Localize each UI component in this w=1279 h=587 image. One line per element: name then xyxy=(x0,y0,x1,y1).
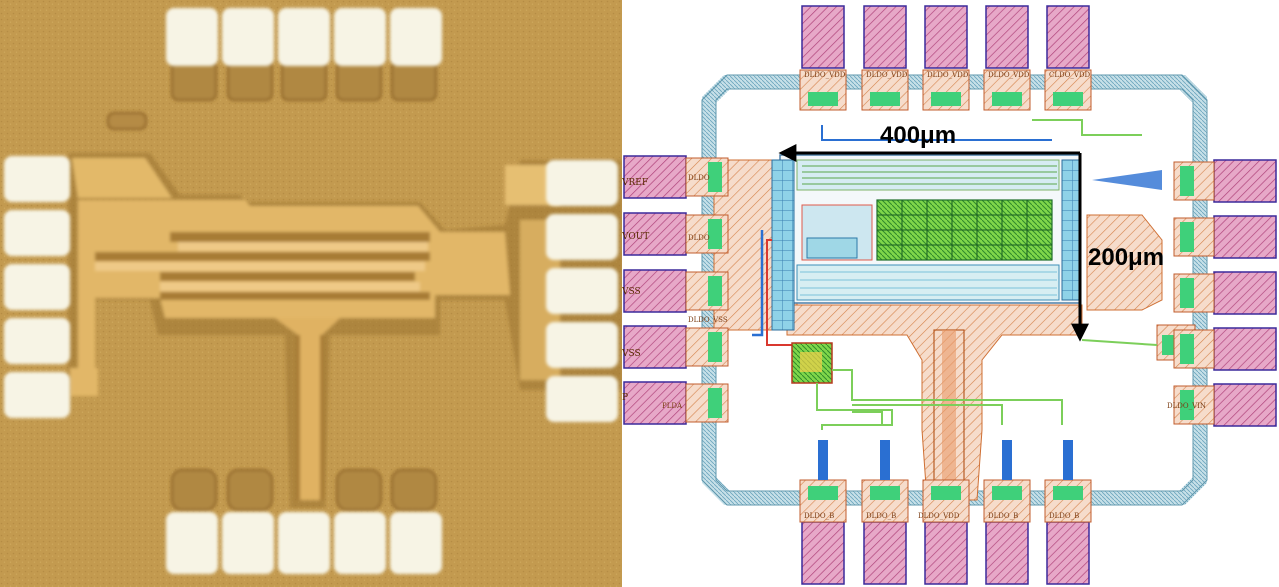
metal-stripe xyxy=(160,272,415,281)
left-pin-label: VSS xyxy=(622,287,641,297)
signal-route xyxy=(852,404,1003,425)
metal-stripe xyxy=(95,252,430,261)
top-pad-shadows xyxy=(171,61,437,101)
left-pad-esd xyxy=(685,157,729,423)
height-dimension-label: 200μm xyxy=(1088,244,1164,271)
right-tap xyxy=(1092,170,1162,190)
top-pad-label: DLDO_VDD xyxy=(804,71,846,79)
die-micrograph xyxy=(0,0,622,587)
core-right-column xyxy=(1061,159,1081,301)
metal-t-stem-edge xyxy=(296,335,300,500)
top-pad-esd xyxy=(799,69,1092,111)
signal-route xyxy=(852,411,883,425)
core-left-column xyxy=(771,159,795,331)
metal-stripe-light xyxy=(178,242,428,251)
blue-route xyxy=(752,230,764,337)
bottom-pad-label: DLDO_VDD xyxy=(918,512,960,520)
left-bond-pads xyxy=(4,156,70,418)
right-pad-esd xyxy=(1173,161,1215,425)
bottom-pad-label: DLDO_B xyxy=(1049,512,1079,520)
left-pads xyxy=(623,155,687,425)
control-block-inner xyxy=(806,237,858,259)
core-bottom-band xyxy=(796,264,1060,301)
bottom-bond-pads xyxy=(166,512,442,574)
top-pad-label: DLDO_VDD xyxy=(866,71,908,79)
left-pad-sublabel: DLDO_VSS xyxy=(688,316,728,324)
metal-t-stem-edge xyxy=(320,335,324,500)
small-mark xyxy=(107,112,147,130)
top-pad-label: DLDO_VDD xyxy=(927,71,969,79)
right-bond-pads xyxy=(546,160,618,422)
bottom-pad-esd xyxy=(799,479,1092,523)
core-top-lines xyxy=(802,165,1057,185)
right-pad-sublabel: DLDO_VIN xyxy=(1167,402,1206,410)
metal-plane-left xyxy=(72,158,172,198)
left-pad-sublabel: PLDA xyxy=(662,402,683,410)
left-pin-label: VSS xyxy=(622,349,641,359)
top-route xyxy=(821,125,1052,141)
bottom-pad-label: DLDO_B xyxy=(804,512,834,520)
left-pad-sublabel: DLDO xyxy=(688,234,710,242)
bottom-pads xyxy=(801,521,1090,585)
metal-stripe-light xyxy=(95,262,425,271)
left-pin-label: VREF xyxy=(622,178,648,188)
analog-cell-inner xyxy=(800,352,822,372)
width-dimension-label: 400μm xyxy=(880,122,956,149)
chip-layout: DLDO_VDD DLDO_VDD DLDO_VDD DLDO_VDD CLDO… xyxy=(622,5,1277,585)
power-route-right xyxy=(1086,214,1163,311)
bottom-pad-label: DLDO_B xyxy=(866,512,896,520)
top-pad-label: CLDO_VDD xyxy=(1049,71,1091,79)
core-bottom-lines xyxy=(800,271,1057,296)
metal-stripe-light xyxy=(160,282,420,291)
signal-route xyxy=(816,383,893,430)
red-route xyxy=(766,239,794,346)
left-pin-label: VOUT xyxy=(622,232,649,242)
core-top-band xyxy=(796,159,1060,191)
bottom-pad-shadows xyxy=(171,469,437,511)
top-pad-label: DLDO_VDD xyxy=(988,71,1030,79)
top-right-route xyxy=(1032,119,1142,136)
left-pin-label: P xyxy=(622,393,628,403)
metal-t-stem xyxy=(275,318,340,500)
left-pad-sublabel: DLDO xyxy=(688,174,710,182)
metal-stripe xyxy=(170,232,430,242)
logic-array-grid xyxy=(877,200,1052,260)
right-route xyxy=(1081,339,1158,346)
left-tab xyxy=(70,368,98,396)
metal-stripe xyxy=(160,292,430,300)
right-pads xyxy=(1213,159,1277,427)
bottom-pad-label: DLDO_B xyxy=(988,512,1018,520)
top-bond-pads xyxy=(166,8,442,66)
top-pads xyxy=(801,5,1090,69)
signal-route xyxy=(832,369,1063,425)
power-route-stem-inner xyxy=(942,330,956,505)
bottom-pad-connectors xyxy=(818,440,1073,480)
